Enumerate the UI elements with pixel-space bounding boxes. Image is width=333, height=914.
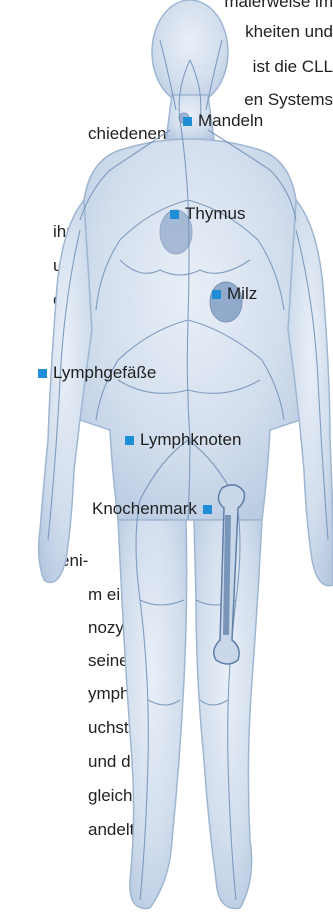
label-text: Milz <box>227 285 257 303</box>
label-knochenmark: Knochenmark <box>92 500 212 518</box>
label-text: Mandeln <box>198 112 263 130</box>
label-text: Knochenmark <box>92 500 197 518</box>
label-mandeln: Mandeln <box>183 112 263 130</box>
label-text: Thymus <box>185 205 245 223</box>
label-marker-icon <box>183 117 192 126</box>
label-marker-icon <box>212 290 221 299</box>
label-marker-icon <box>203 505 212 514</box>
label-text: Lymphgefäße <box>53 364 156 382</box>
label-thymus: Thymus <box>170 205 245 223</box>
label-text: Lymphknoten <box>140 431 241 449</box>
label-marker-icon <box>38 369 47 378</box>
label-lymphgefaesse: Lymphgefäße <box>38 364 156 382</box>
label-lymphknoten: Lymphknoten <box>125 431 241 449</box>
label-marker-icon <box>125 436 134 445</box>
body-silhouette <box>39 0 333 908</box>
label-milz: Milz <box>212 285 257 303</box>
label-marker-icon <box>170 210 179 219</box>
